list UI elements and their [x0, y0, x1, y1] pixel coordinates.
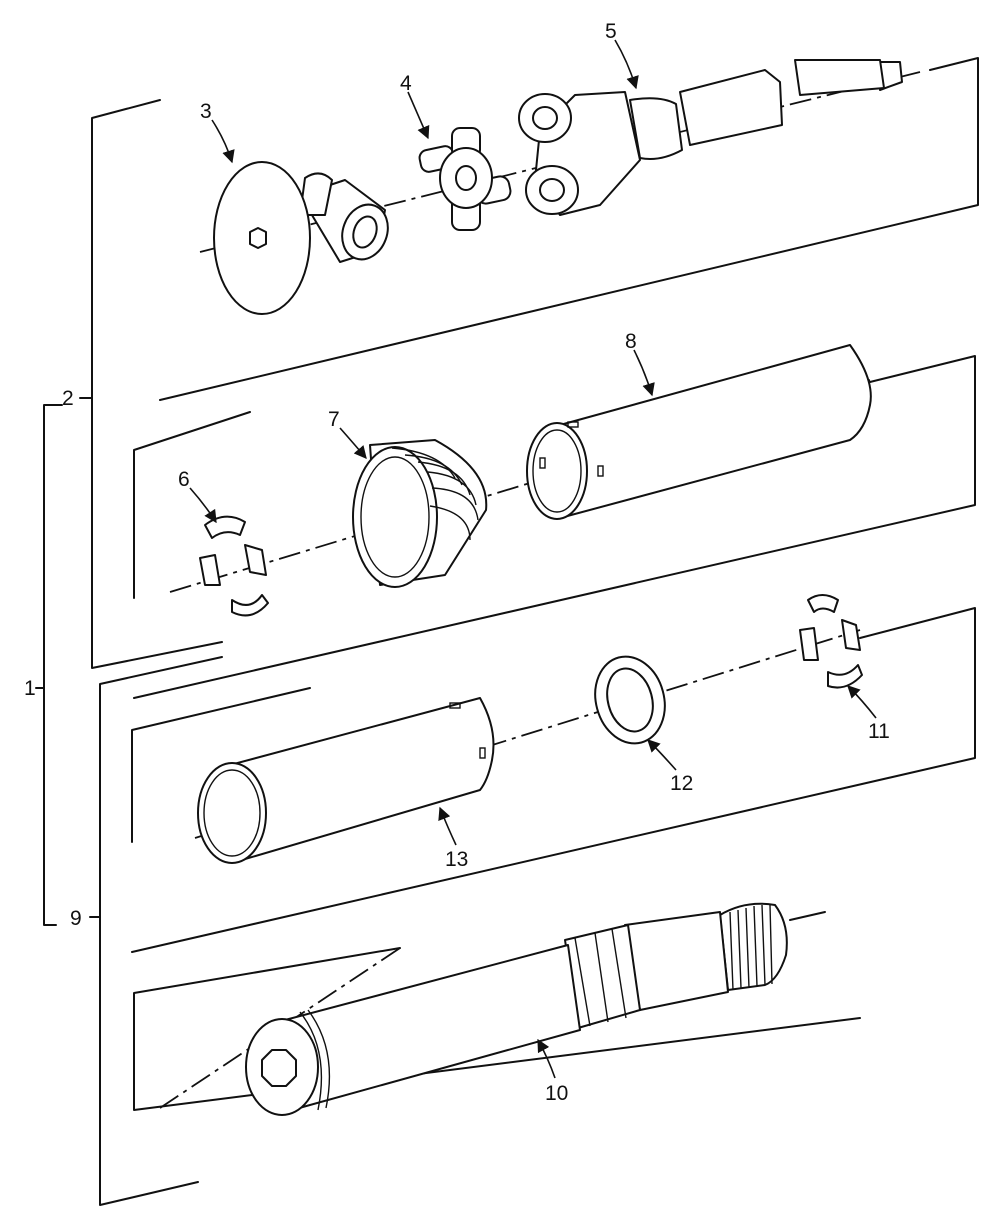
leader-lines [189, 39, 877, 1079]
panel-splined-shaft [133, 902, 861, 1116]
callout-9: 9 [70, 907, 82, 930]
callout-2: 2 [62, 387, 74, 410]
bracket-group-9 [89, 656, 223, 1206]
callout-4: 4 [400, 72, 412, 95]
callout-3: 3 [200, 100, 212, 123]
callout-13: 13 [445, 848, 468, 871]
callout-10: 10 [545, 1082, 568, 1105]
callout-12: 12 [670, 772, 693, 795]
panel-inner-tube [131, 594, 976, 953]
ribbed-sleeve-part [352, 439, 488, 588]
callout-5: 5 [605, 20, 617, 43]
splined-shaft-part [245, 902, 788, 1116]
panel-outer-tube [133, 344, 976, 699]
callout-6: 6 [178, 468, 190, 491]
inner-tube-part [197, 697, 495, 864]
washer-part [594, 655, 666, 745]
callout-1: 1 [24, 677, 36, 700]
callout-8: 8 [625, 330, 637, 353]
bracket-assembly-1 [35, 404, 63, 926]
outer-tube-part [526, 344, 872, 520]
bracket-group-2 [79, 99, 223, 669]
lock-keys-part [199, 515, 269, 617]
universal-joint-cross-part [418, 127, 512, 231]
panel-yoke-assembly [159, 57, 979, 401]
lock-keys-right-part [799, 594, 863, 689]
yoke-shaft-part [518, 59, 903, 216]
callout-labels: 1 2 3 4 5 6 7 8 9 10 11 12 13 [24, 20, 890, 1105]
flange-yoke-part [213, 161, 389, 315]
callout-11: 11 [868, 720, 890, 743]
callout-7: 7 [328, 408, 340, 431]
